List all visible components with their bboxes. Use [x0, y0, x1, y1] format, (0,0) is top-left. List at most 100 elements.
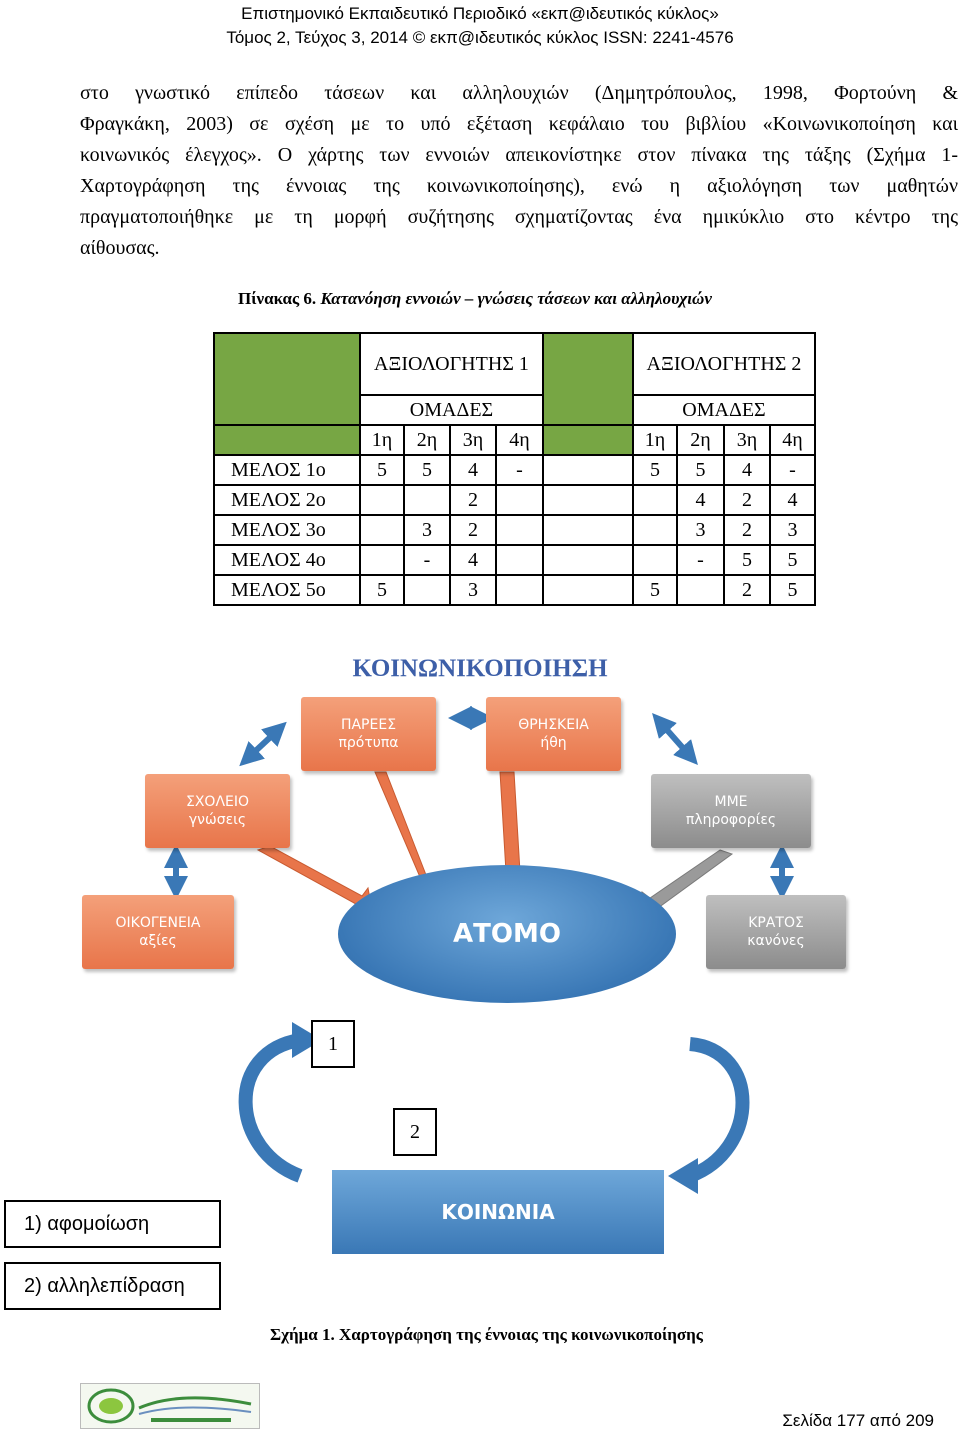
score-cell	[632, 484, 678, 516]
score-cell: 3	[769, 514, 816, 546]
number-box-1: 1	[311, 1020, 355, 1068]
score-cell: 5	[769, 574, 816, 606]
curved-arrow-left-head	[292, 1022, 322, 1058]
score-cell	[495, 544, 544, 576]
group-heading: 1η	[359, 424, 405, 456]
page-number: Σελίδα 177 από 209	[782, 1411, 934, 1430]
score-cell: 3	[403, 514, 451, 546]
score-cell	[542, 544, 634, 576]
score-cell	[359, 544, 405, 576]
score-cell: 2	[449, 484, 497, 516]
group-heading: 1η	[632, 424, 678, 456]
paragraph-line: Χαρτογράφηση της έννοιας της κοινωνικοπο…	[80, 175, 958, 197]
double-arrow	[652, 713, 698, 765]
table-caption: Πίνακας 6. Κατανόηση εννοιών – γνώσεις τ…	[238, 289, 712, 309]
score-cell	[542, 454, 634, 486]
score-cell: -	[769, 454, 816, 486]
evaluation-table: ΑΞΙΟΛΟΓΗΤΗΣ 1 ΑΞΙΟΛΟΓΗΤΗΣ 2 ΟΜΑΔΕΣ ΟΜΑΔΕ…	[213, 332, 816, 606]
page-header: Επιστημονικό Εκπαιδευτικό Περιοδικό «εκπ…	[0, 2, 960, 50]
score-cell: -	[676, 544, 725, 576]
cell-empty	[213, 424, 361, 456]
member-label: ΜΕΛΟΣ 1ο	[213, 454, 361, 486]
body-paragraph: στο γνωστικό επίπεδο τάσεων και αλληλουχ…	[80, 78, 958, 264]
score-cell: 5	[769, 544, 816, 576]
table-row: ΜΕΛΟΣ 3ο 3 2 3 2 3	[213, 514, 816, 546]
score-cell: -	[495, 454, 544, 486]
score-cell: 2	[723, 574, 771, 606]
groups-label-1: ΟΜΑΔΕΣ	[359, 394, 544, 426]
score-cell: 5	[359, 574, 405, 606]
score-cell	[495, 574, 544, 606]
score-cell	[542, 514, 634, 546]
score-cell	[403, 484, 451, 516]
score-cell: 2	[449, 514, 497, 546]
paragraph-line: πραγματοποιήθηκε με τη μορφή συζήτησης σ…	[80, 206, 958, 228]
society-node: ΚΟΙΝΩΝΙΑ	[332, 1170, 664, 1254]
score-cell	[495, 484, 544, 516]
score-cell: 5	[676, 454, 725, 486]
node-religion-title: ΘΡΗΣΚΕΙΑ	[518, 717, 589, 733]
score-cell: 4	[676, 484, 725, 516]
node-religion-sub: ήθη	[540, 735, 567, 751]
group-heading: 4η	[769, 424, 816, 456]
table-groups-row: ΟΜΑΔΕΣ ΟΜΑΔΕΣ	[214, 394, 816, 426]
node-state: ΚΡΑΤΟΣ κανόνες	[706, 895, 846, 969]
table-group-numbers-row: 1η 2η 3η 4η 1η 2η 3η 4η	[213, 424, 816, 456]
node-family: ΟΙΚΟΓΕΝΕΙΑ αξίες	[82, 895, 234, 969]
curved-arrow-left	[238, 1033, 303, 1183]
score-cell: 5	[359, 454, 405, 486]
node-family-sub: αξίες	[139, 933, 177, 949]
node-peers: ΠΑΡΕΕΣ πρότυπα	[301, 697, 436, 771]
table-caption-label: Πίνακας 6.	[238, 289, 321, 308]
group-heading: 3η	[449, 424, 497, 456]
score-cell	[676, 574, 725, 606]
score-cell: 5	[632, 454, 678, 486]
groups-label-2: ΟΜΑΔΕΣ	[632, 394, 816, 426]
score-cell: 4	[769, 484, 816, 516]
score-cell	[359, 514, 405, 546]
score-cell: 4	[723, 454, 771, 486]
group-heading: 3η	[723, 424, 771, 456]
diagram-title: ΚΟΙΝΩΝΙΚΟΠΟΙΗΣΗ	[352, 655, 608, 682]
member-label: ΜΕΛΟΣ 4ο	[213, 544, 361, 576]
score-cell	[403, 574, 451, 606]
score-cell	[495, 514, 544, 546]
score-cell: 3	[676, 514, 725, 546]
cell-empty	[542, 424, 634, 456]
group-heading: 2η	[403, 424, 451, 456]
evaluator-1-header: ΑΞΙΟΛΟΓΗΤΗΣ 1	[359, 332, 544, 396]
score-cell	[632, 514, 678, 546]
member-label: ΜΕΛΟΣ 2ο	[213, 484, 361, 516]
node-state-sub: κανόνες	[747, 933, 805, 949]
spoke-arrow	[256, 845, 373, 913]
table-row: ΜΕΛΟΣ 5ο 5 3 5 2 5	[213, 574, 816, 606]
score-cell	[542, 484, 634, 516]
score-cell: -	[403, 544, 451, 576]
score-cell: 3	[449, 574, 497, 606]
paragraph-line: αίθουσας.	[80, 237, 160, 259]
group-heading: 4η	[495, 424, 544, 456]
center-node-atom: ΑΤΟΜΟ	[338, 865, 676, 1003]
node-family-title: ΟΙΚΟΓΕΝΕΙΑ	[115, 915, 201, 931]
legend-assimilation: 1) αφομοίωση	[4, 1200, 221, 1248]
table-row: ΜΕΛΟΣ 2ο 2 4 2 4	[213, 484, 816, 516]
table-row: ΜΕΛΟΣ 1ο 5 5 4 - 5 5 4 -	[213, 454, 816, 486]
header-journal-title: Επιστημονικό Εκπαιδευτικό Περιοδικό «εκπ…	[241, 4, 719, 23]
paragraph-line: Φραγκάκη, 2003) σε σχέση με το υπό εξέτα…	[80, 113, 958, 135]
node-peers-title: ΠΑΡΕΕΣ	[340, 717, 397, 733]
node-media: ΜΜΕ πληροφορίες	[651, 774, 811, 848]
evaluator-2-header: ΑΞΙΟΛΟΓΗΤΗΣ 2	[632, 332, 816, 396]
member-label: ΜΕΛΟΣ 3ο	[213, 514, 361, 546]
header-issue-info: Τόμος 2, Τεύχος 3, 2014 © εκπ@ιδευτικός …	[226, 28, 734, 47]
curved-arrow-right-head	[668, 1158, 698, 1194]
journal-logo-icon	[87, 1388, 252, 1424]
curved-arrow-right	[687, 1037, 750, 1183]
table-row: ΜΕΛΟΣ 4ο - 4 - 5 5	[213, 544, 816, 576]
score-cell: 5	[632, 574, 678, 606]
journal-logo	[80, 1383, 260, 1429]
node-peers-sub: πρότυπα	[338, 735, 399, 751]
node-media-sub: πληροφορίες	[685, 812, 777, 828]
score-cell	[359, 484, 405, 516]
score-cell	[542, 574, 634, 606]
